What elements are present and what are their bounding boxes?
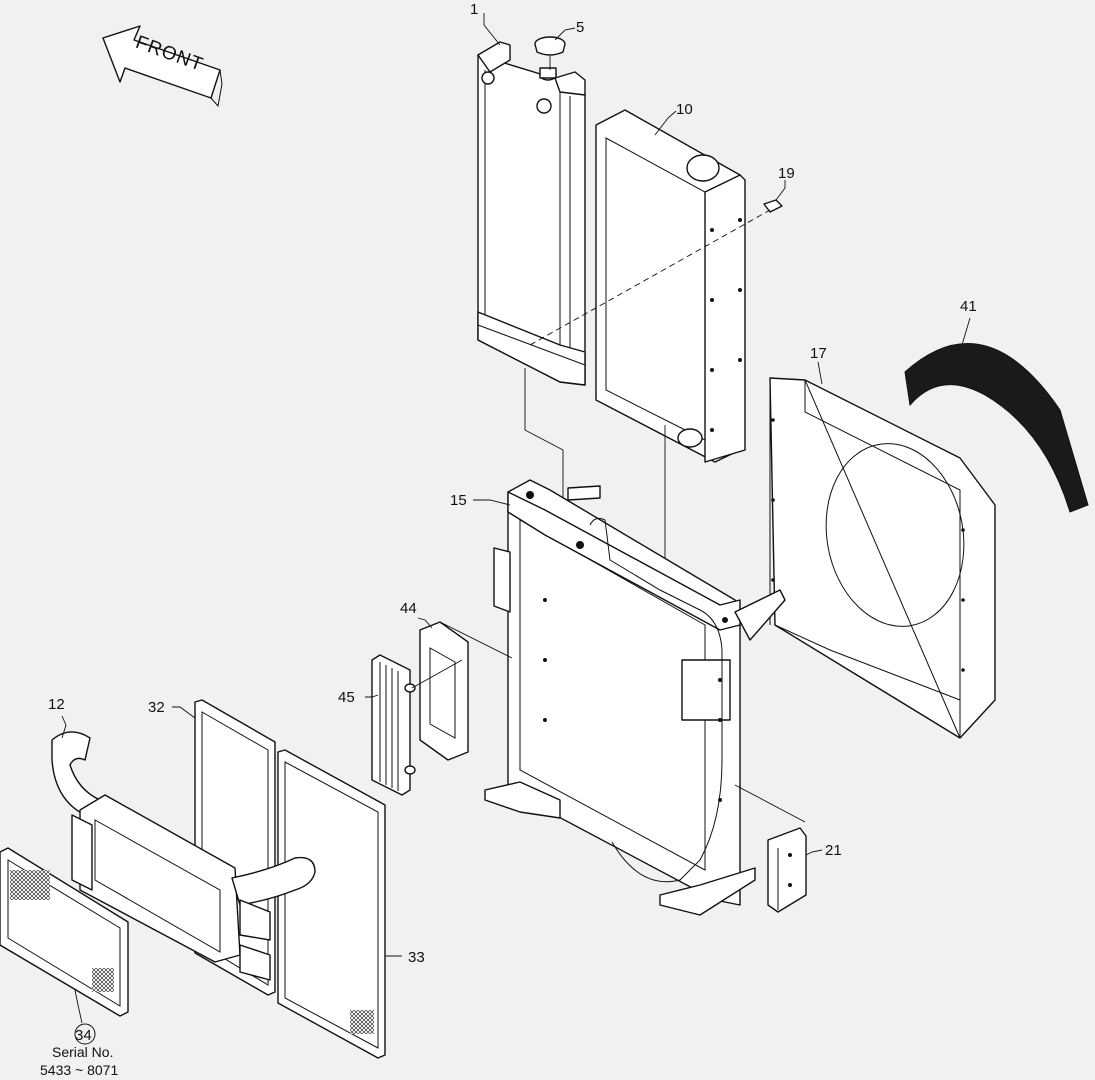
cooler-core-part-45 bbox=[371, 654, 463, 796]
screen-part-33 bbox=[277, 749, 386, 1059]
mesh-panel-part-34 bbox=[0, 847, 129, 1017]
callout-5: 5 bbox=[576, 19, 584, 36]
clip-part-19 bbox=[763, 199, 783, 213]
intercooler-part-12 bbox=[51, 731, 316, 981]
radiator-part-1 bbox=[477, 41, 586, 386]
callout-44: 44 bbox=[400, 600, 417, 617]
radiator-cap-part-5 bbox=[534, 36, 566, 70]
front-arrow: FRONT bbox=[102, 25, 223, 108]
callout-1: 1 bbox=[470, 1, 478, 18]
callout-34-circled: 34 bbox=[74, 1023, 96, 1045]
callout-10: 10 bbox=[676, 101, 693, 118]
support-frame-part-15 bbox=[484, 479, 786, 916]
callout-33: 33 bbox=[408, 949, 425, 966]
callout-45: 45 bbox=[338, 689, 355, 706]
serial-note-range: 5433 ~ 8071 bbox=[40, 1062, 118, 1078]
callout-21: 21 bbox=[825, 842, 842, 859]
leader-lines bbox=[61, 13, 823, 1024]
callout-32: 32 bbox=[148, 699, 165, 716]
callout-19: 19 bbox=[778, 165, 795, 182]
radiator-to-frame-line bbox=[524, 368, 564, 520]
bracket-part-21 bbox=[767, 827, 807, 913]
callout-15: 15 bbox=[450, 492, 467, 509]
fan-guard-part-41 bbox=[904, 317, 1089, 513]
callout-41: 41 bbox=[960, 298, 977, 315]
callout-12: 12 bbox=[48, 696, 65, 713]
fan-shroud-part-17 bbox=[769, 361, 996, 739]
plate-part-44 bbox=[419, 621, 469, 761]
serial-note-label: Serial No. bbox=[52, 1044, 113, 1060]
callout-17: 17 bbox=[810, 345, 827, 362]
dashed-reference-line bbox=[529, 209, 771, 346]
oil-cooler-part-10 bbox=[595, 109, 746, 463]
callout-34: 34 bbox=[75, 1027, 92, 1044]
